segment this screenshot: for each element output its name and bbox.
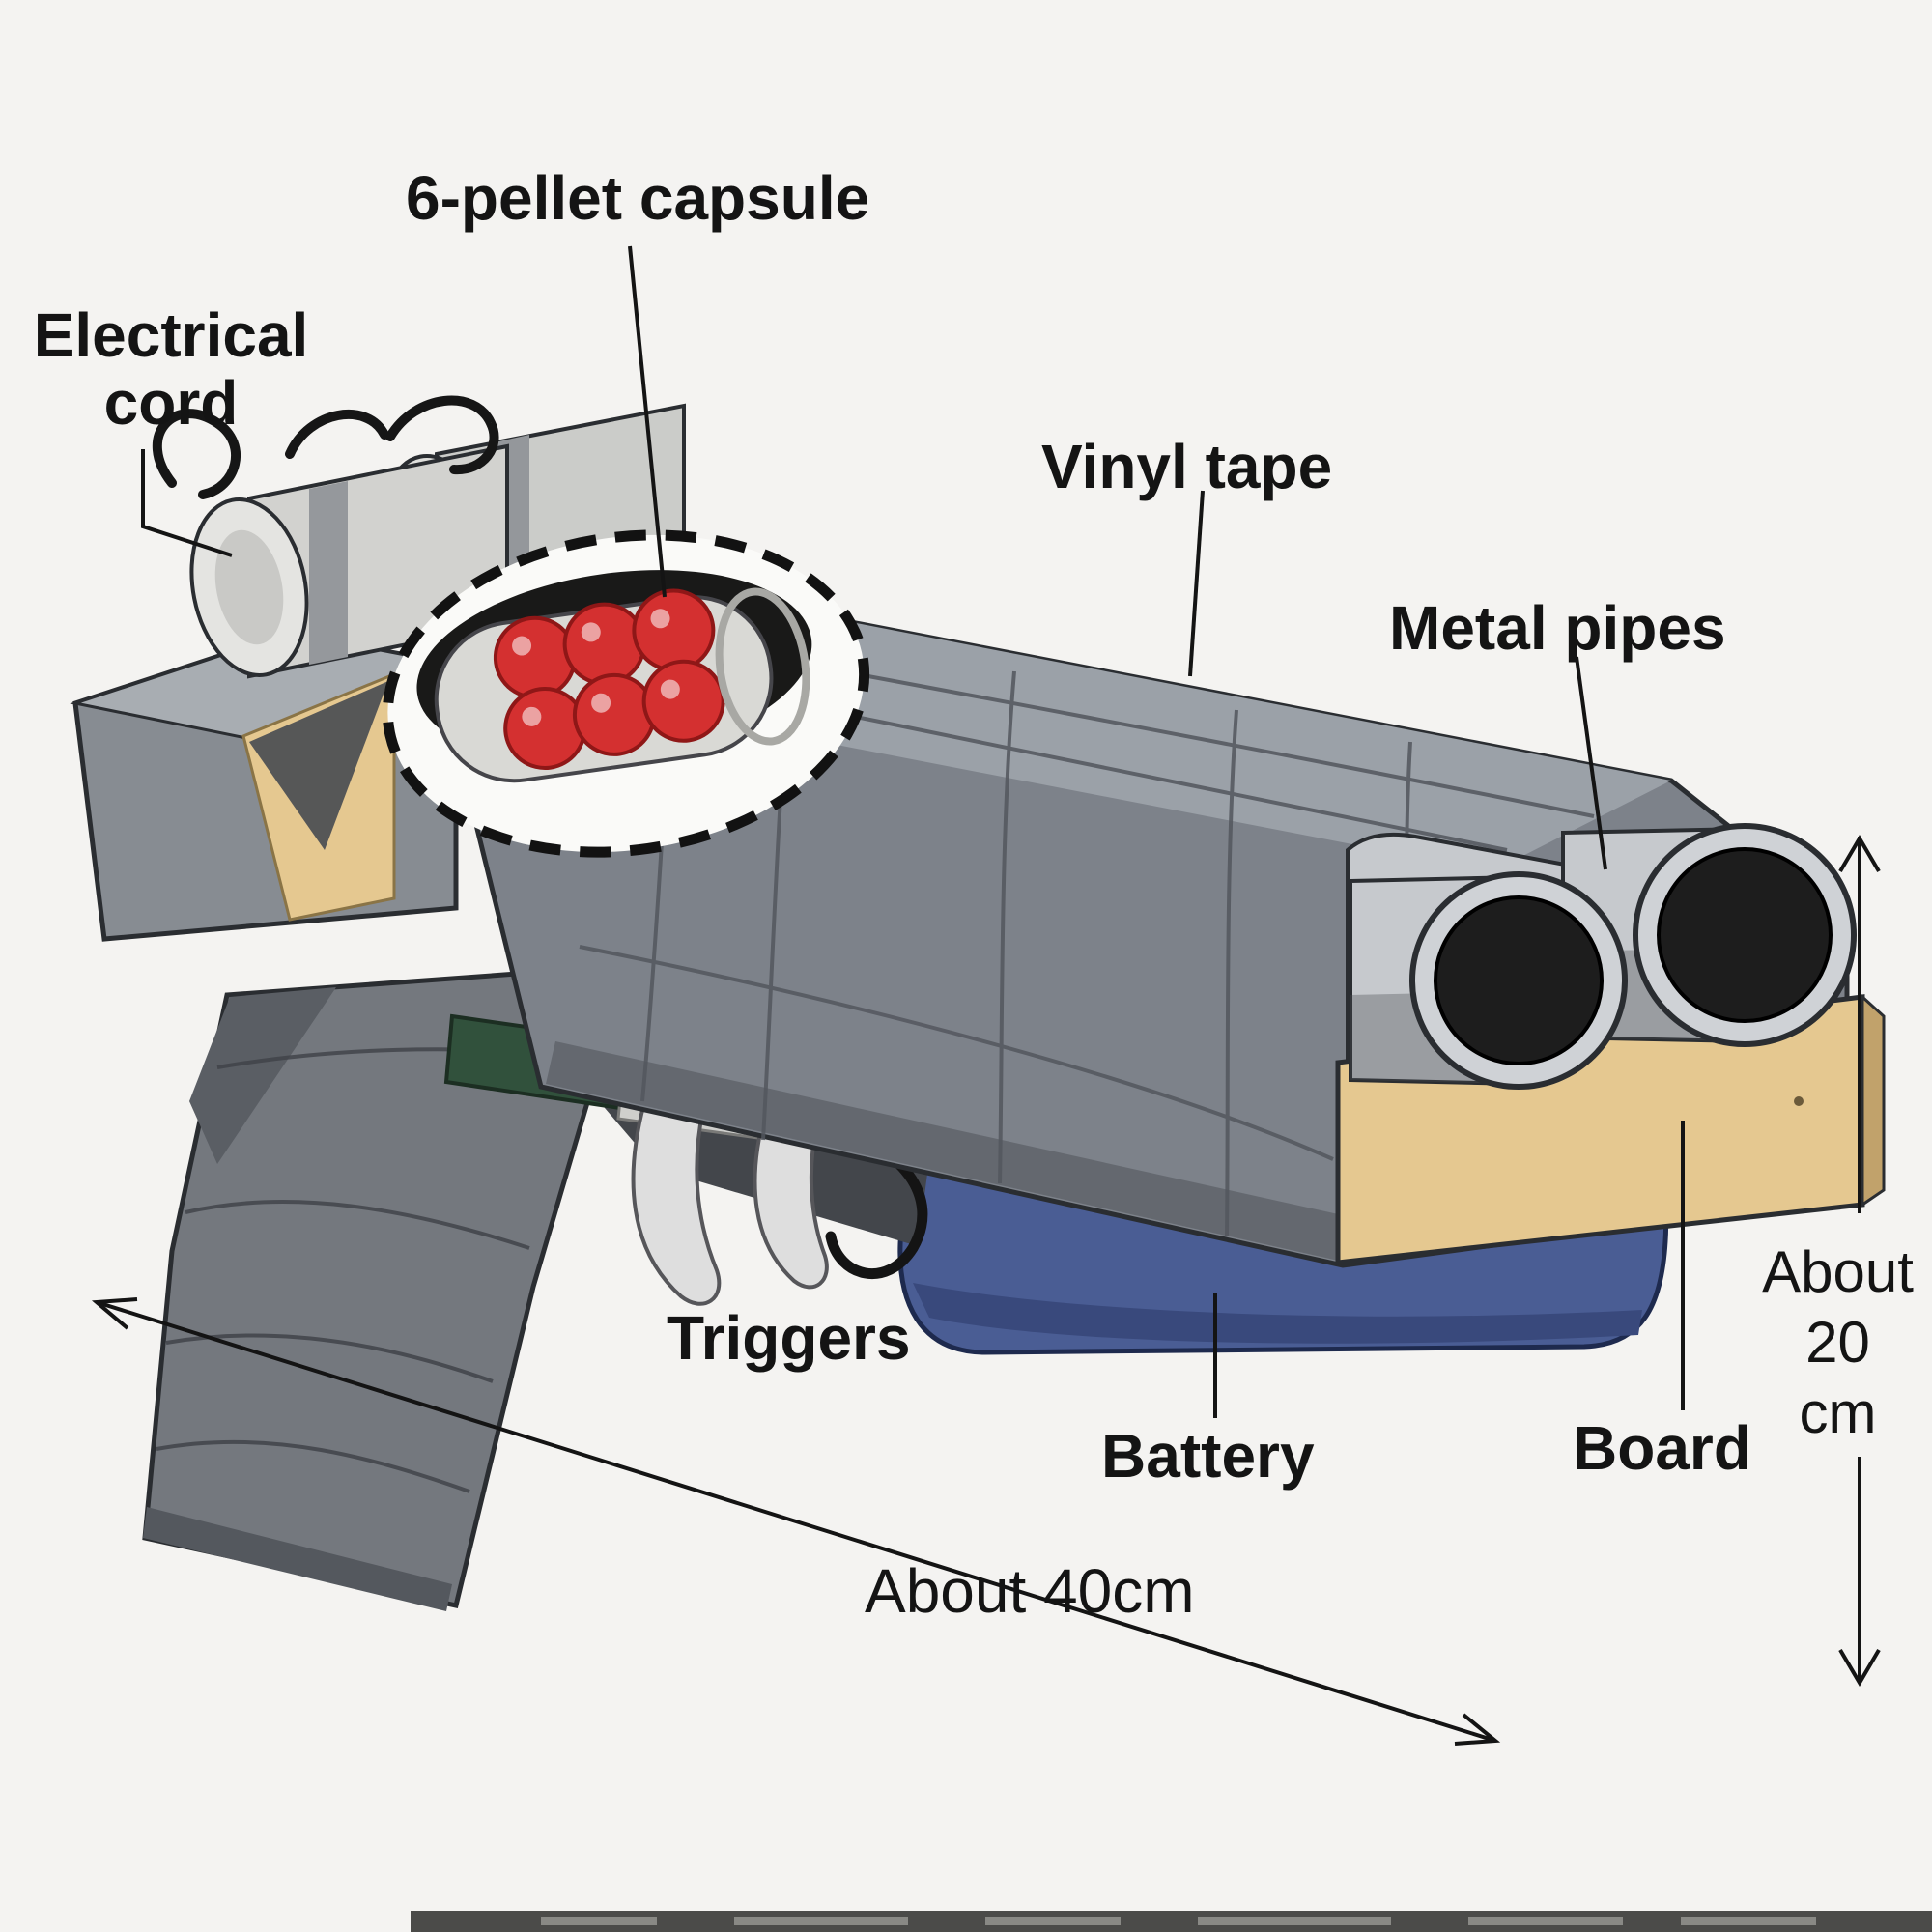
pipe-muzzle-opening [1434, 895, 1604, 1065]
label-metal-pipes: Metal pipes [1389, 593, 1726, 663]
label-board: Board [1573, 1413, 1751, 1483]
label-vinyl-tape: Vinyl tape [1041, 432, 1333, 501]
length-arrow [91, 1297, 1501, 1746]
rear-block [70, 630, 462, 942]
electrical-cord-coil [152, 395, 499, 499]
leader-lines [141, 245, 1685, 1418]
leader-line-capsule [628, 245, 667, 598]
label-electrical-cord: Electrical cord [33, 300, 309, 439]
metal-pipe-left [1349, 871, 1628, 1090]
length-dimension-label: About 40cm [865, 1556, 1195, 1626]
bottom-crop-strip [411, 1911, 1932, 1932]
pipe-muzzle-opening [1657, 847, 1833, 1023]
leader-line-electrical-cord [141, 449, 233, 557]
label-battery: Battery [1101, 1421, 1315, 1491]
rear-cylinders [189, 403, 686, 679]
pellet-capsule-callout [382, 529, 870, 858]
height-dimension-label: About 20 cm [1762, 1239, 1914, 1446]
trigger-blade [631, 1096, 722, 1306]
leader-line-metal-pipes [1575, 656, 1607, 870]
trigger-blade [753, 1110, 829, 1290]
pellets [493, 588, 725, 771]
grip [142, 963, 627, 1611]
label-6-pellet-capsule: 6-pellet capsule [406, 163, 870, 233]
metal-pipe-right [1561, 823, 1857, 1047]
label-triggers: Triggers [667, 1303, 911, 1373]
height-arrow [1838, 835, 1881, 1687]
leader-line-vinyl-tape [1188, 490, 1205, 677]
